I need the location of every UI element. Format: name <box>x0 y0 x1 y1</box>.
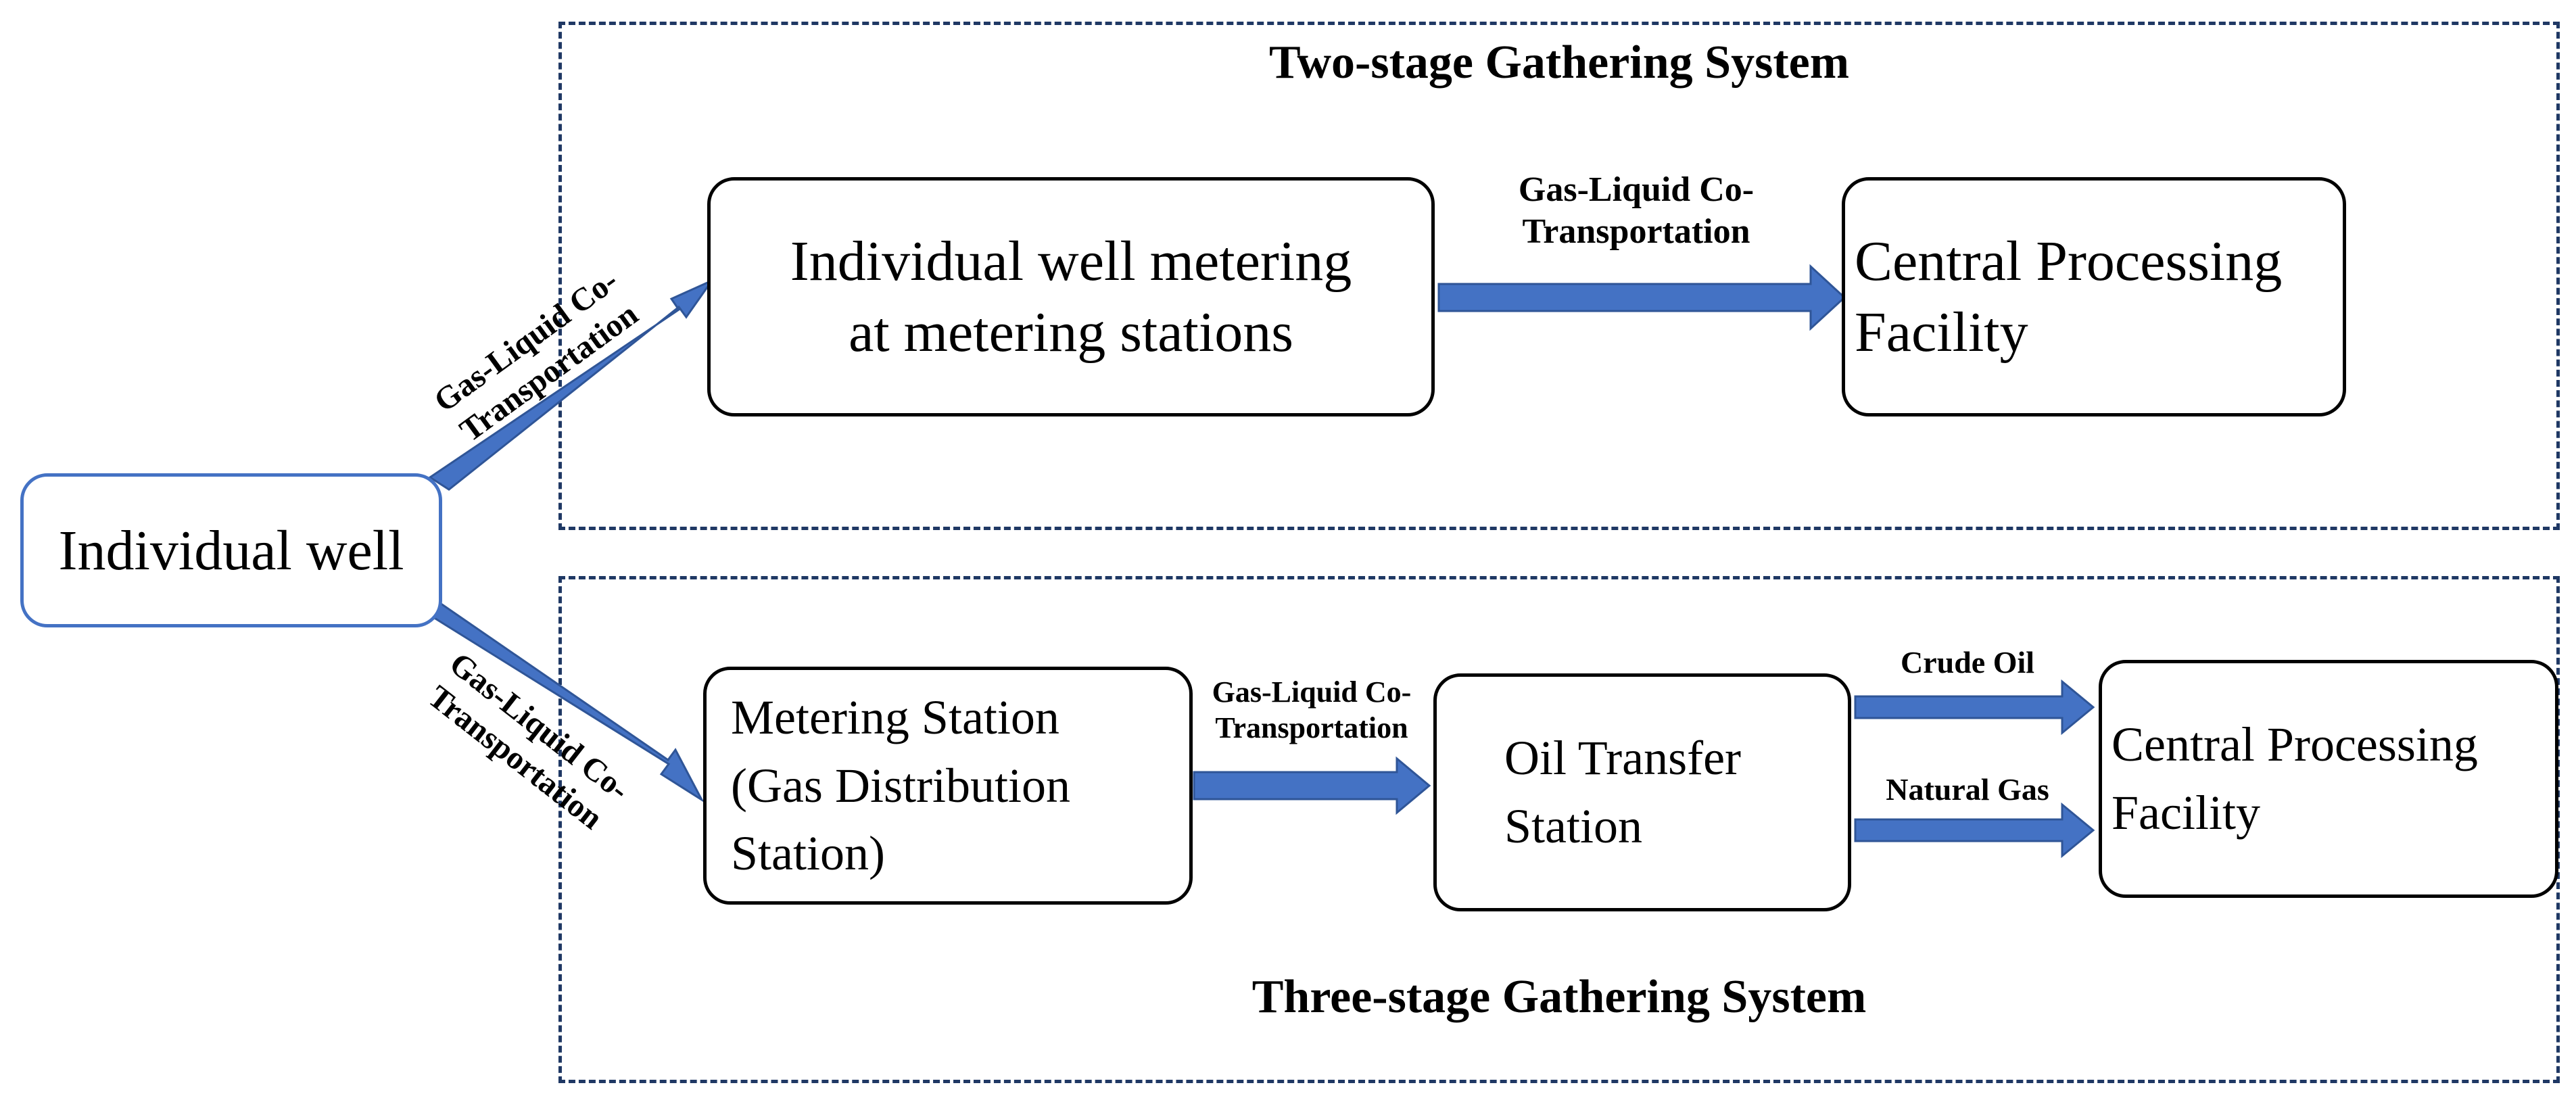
arrow-station-to-transfer <box>1193 756 1431 815</box>
individual-well-box: Individual well <box>20 473 442 627</box>
three-stage-group: Three-stage Gathering System <box>558 576 2560 1083</box>
well-metering-label: Individual well metering at metering sta… <box>790 230 1352 364</box>
two-stage-group: Two-stage Gathering System <box>558 22 2560 530</box>
oil-transfer-box: Oil Transfer Station <box>1433 673 1851 911</box>
arrow-crude-oil <box>1854 679 2095 736</box>
metering-station-box: Metering Station (Gas Distribution Stati… <box>703 667 1193 905</box>
label-station-to-transfer: Gas-Liquid Co- Transportation <box>1212 675 1412 744</box>
label-crude-oil: Crude Oil <box>1900 645 2035 679</box>
label-metering-to-cpf: Gas-Liquid Co- Transportation <box>1518 170 1755 252</box>
oil-transfer-label: Oil Transfer Station <box>1504 731 1742 853</box>
cpf-top-box: Central Processing Facility <box>1842 177 2346 416</box>
cpf-bottom-label: Central Processing Facility <box>2112 717 2478 840</box>
cpf-bottom-box: Central Processing Facility <box>2099 660 2558 898</box>
well-metering-box: Individual well metering at metering sta… <box>707 177 1435 416</box>
cpf-top-label: Central Processing Facility <box>1855 230 2283 364</box>
arrow-well-to-station <box>428 600 705 803</box>
metering-station-label: Metering Station (Gas Distribution Stati… <box>731 690 1070 881</box>
arrow-well-to-metering <box>428 278 715 491</box>
two-stage-title: Two-stage Gathering System <box>1268 37 1850 89</box>
individual-well-label: Individual well <box>58 519 404 582</box>
three-stage-title: Three-stage Gathering System <box>1251 971 1867 1023</box>
label-natural-gas: Natural Gas <box>1886 772 2049 807</box>
arrow-metering-to-cpf <box>1437 264 1846 331</box>
arrow-natural-gas <box>1854 802 2095 859</box>
